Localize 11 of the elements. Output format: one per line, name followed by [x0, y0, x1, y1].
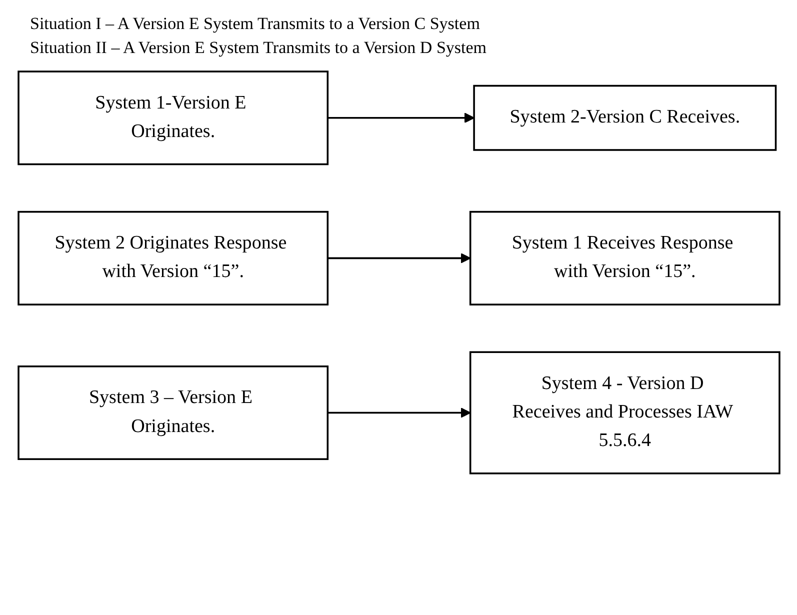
node-box: System 1 Receives Response with Version “15”.	[468, 210, 780, 306]
node-box: System 2 Originates Response with Version “15”.	[17, 210, 328, 306]
node-box: System 1-Version E Originates.	[17, 70, 328, 166]
node-box: System 4 - Version D Receives and Processes IAW 5.5.6.4	[468, 351, 780, 474]
arrow	[327, 408, 470, 418]
arrow	[327, 252, 470, 264]
node-box: System 2-Version C Receives.	[472, 84, 776, 151]
section-heading: Situation I – A Version E System Transmits to a Version C System	[30, 14, 481, 34]
node-box: System 3 – Version E Originates.	[17, 366, 328, 460]
section-heading: Situation II – A Version E System Transmits to a Version D System	[30, 38, 488, 58]
arrow	[327, 112, 474, 124]
